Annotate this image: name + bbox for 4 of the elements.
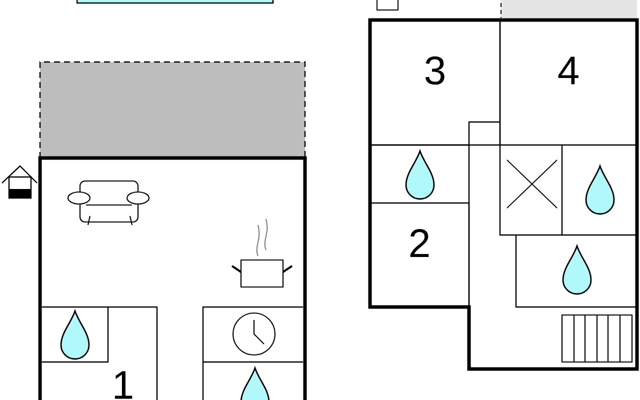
- node-label: 3: [425, 56, 444, 85]
- room-box: 2: [369, 202, 470, 308]
- room-number: 1: [114, 371, 132, 399]
- room-box: 4: [499, 19, 638, 146]
